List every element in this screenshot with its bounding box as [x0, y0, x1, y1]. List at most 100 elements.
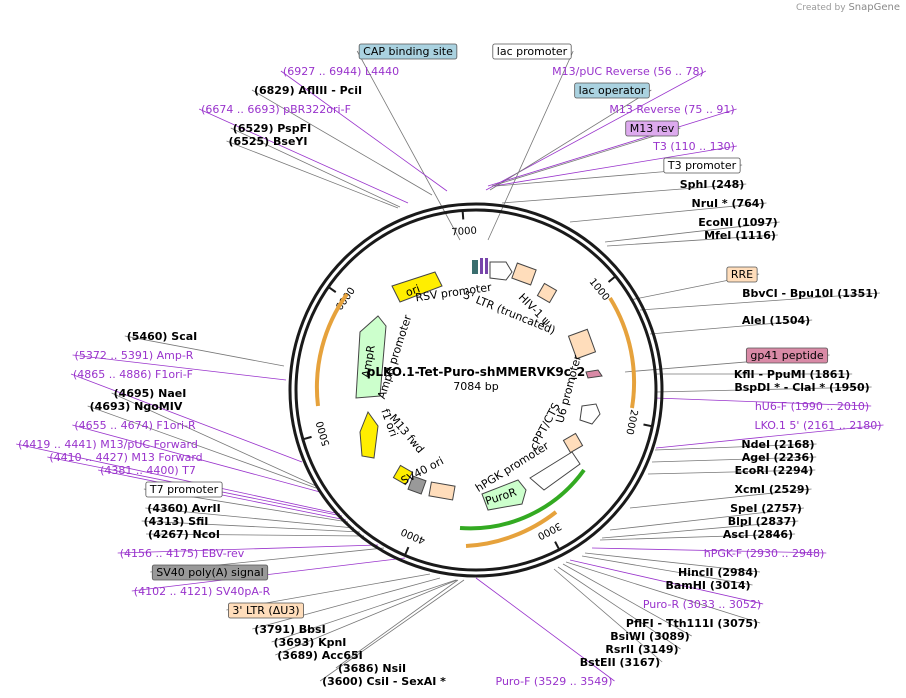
- map-label-text: T7 promoter: [149, 483, 219, 496]
- map-label-text: (4156 .. 4175) EBV-rev: [120, 547, 245, 560]
- label-leader-line: [569, 202, 767, 223]
- label-leader-line: [251, 89, 433, 196]
- map-label-text: M13/pUC Reverse (56 .. 78): [552, 65, 704, 78]
- map-label: SV40 poly(A) signal: [151, 564, 269, 581]
- map-label-text: M13 rev: [630, 122, 675, 135]
- map-label-text: BbvCI - Bpu10I (1351): [742, 287, 878, 300]
- map-label: (4865 .. 4886) F1ori-F: [73, 368, 193, 381]
- map-label-text: (5460) ScaI: [127, 330, 197, 343]
- map-label: (5372 .. 5391) Amp-R: [75, 349, 194, 362]
- label-leader-line: [141, 520, 361, 533]
- map-label-text: EcoRI (2294): [735, 464, 814, 477]
- label-leader-line: [629, 488, 812, 509]
- ori-label: ori: [404, 282, 422, 299]
- map-label-text: lac operator: [579, 84, 646, 97]
- label-leader-line: [275, 579, 458, 656]
- map-label: AgeI (2236): [742, 451, 814, 464]
- map-label: NruI * (764): [692, 197, 765, 210]
- map-label-text: (4865 .. 4886) F1ori-F: [73, 368, 193, 381]
- map-label-text: (4381 .. 4400) T7: [100, 464, 196, 477]
- ori-arrow: [391, 271, 443, 303]
- map-label: (4381 .. 4400) T7: [100, 464, 196, 477]
- map-label: M13 rev: [625, 120, 679, 137]
- label-leader-line: [654, 397, 872, 407]
- map-label: (4267) NcoI: [148, 528, 220, 541]
- map-label-text: BspDI * - ClaI * (1950): [734, 381, 869, 394]
- map-label-text: NruI * (764): [692, 197, 765, 210]
- map-label: BsiWI (3089): [610, 630, 689, 643]
- label-leader-line: [117, 544, 379, 554]
- label-leader-line: [569, 559, 764, 605]
- label-leader-line: [72, 354, 287, 381]
- label-leader-line: [581, 555, 753, 586]
- map-label-text: MfeI (1116): [704, 229, 776, 242]
- tick-mark: [643, 423, 653, 428]
- map-label: lac promoter: [492, 43, 572, 60]
- label-leader-line: [647, 469, 816, 475]
- map-label: BlpI (2837): [728, 515, 797, 528]
- map-label: XcmI (2529): [734, 483, 809, 496]
- label-leader-line: [335, 579, 459, 669]
- map-label: 3' LTR (ΔU3): [228, 602, 304, 619]
- snapgene-brand: SnapGene: [848, 2, 900, 13]
- label-leader-line: [489, 89, 652, 191]
- tick-mark: [403, 546, 410, 556]
- label-leader-line: [271, 579, 457, 643]
- tick-label: 2000: [623, 408, 639, 435]
- map-label: SphI (248): [680, 178, 745, 191]
- map-label: SpeI (2757): [730, 502, 802, 515]
- label-leader-line: [501, 183, 747, 204]
- label-leader-line: [639, 292, 880, 311]
- map-label: (3689) Acc65I: [277, 649, 362, 662]
- backbone-outer-ring: [288, 202, 664, 578]
- gp41-mark: [585, 369, 603, 379]
- label-leader-line: [124, 335, 285, 367]
- map-label-text: SpeI (2757): [730, 502, 802, 515]
- map-label-text: (4313) SfiI: [144, 515, 209, 528]
- tick-label: 4000: [400, 526, 428, 546]
- map-label-text: XcmI (2529): [734, 483, 809, 496]
- map-label-text: BlpI (2837): [728, 515, 797, 528]
- label-leader-line: [651, 456, 817, 463]
- map-label-text: (4102 .. 4121) SV40pA-R: [134, 585, 271, 598]
- map-label-box: [145, 481, 223, 498]
- map-label: MfeI (1116): [704, 229, 776, 242]
- label-leader-line: [655, 386, 872, 393]
- map-label: RRE: [726, 266, 758, 283]
- map-label: NdeI (2168): [741, 438, 814, 451]
- tick-mark: [607, 275, 617, 283]
- plasmid-name: pLKO.1-Tet-Puro-shMMERVK9c_2: [367, 365, 585, 380]
- tick-label: 5000: [315, 420, 333, 447]
- map-label-box: [151, 564, 269, 581]
- map-label: (3600) CsiI - SexAI *: [322, 675, 446, 688]
- map-label-text: hU6-F (1990 .. 2010): [755, 400, 869, 413]
- label-leader-line: [609, 507, 804, 531]
- puror-arrow: [481, 479, 527, 511]
- map-label: (4419 .. 4441) M13/pUC Forward: [18, 438, 198, 451]
- tick-mark: [327, 286, 337, 293]
- map-label: BspDI * - ClaI * (1950): [734, 381, 869, 394]
- label-leader-line: [654, 443, 817, 451]
- map-label-text: (3600) CsiI - SexAI *: [322, 675, 446, 688]
- label-leader-line: [356, 50, 461, 241]
- map-label-text: RsrII (3149): [605, 643, 678, 656]
- map-label: (4693) NgoMIV: [90, 400, 183, 413]
- rsv-arrow: [489, 261, 513, 281]
- map-label: PflFI - Tth111I (3075): [626, 617, 758, 630]
- label-leader-line: [475, 577, 615, 682]
- plasmid-size: 7084 bp: [453, 380, 498, 393]
- ltr3-box: [428, 481, 456, 501]
- map-label: Puro-F (3529 .. 3549): [496, 675, 613, 688]
- tick-label: 1000: [587, 277, 612, 304]
- map-label-text: BamHI (3014): [665, 579, 750, 592]
- map-label-text: Puro-F (3529 .. 3549): [496, 675, 613, 688]
- map-label: (4313) SfiI: [144, 515, 209, 528]
- map-label: T7 promoter: [145, 481, 223, 498]
- map-label: (3693) KpnI: [274, 636, 347, 649]
- map-label-text: M13 Reverse (75 .. 91): [609, 103, 734, 116]
- map-label-box: [358, 43, 458, 60]
- m13rev-mark: [485, 258, 488, 274]
- map-label-text: CAP binding site: [363, 45, 453, 58]
